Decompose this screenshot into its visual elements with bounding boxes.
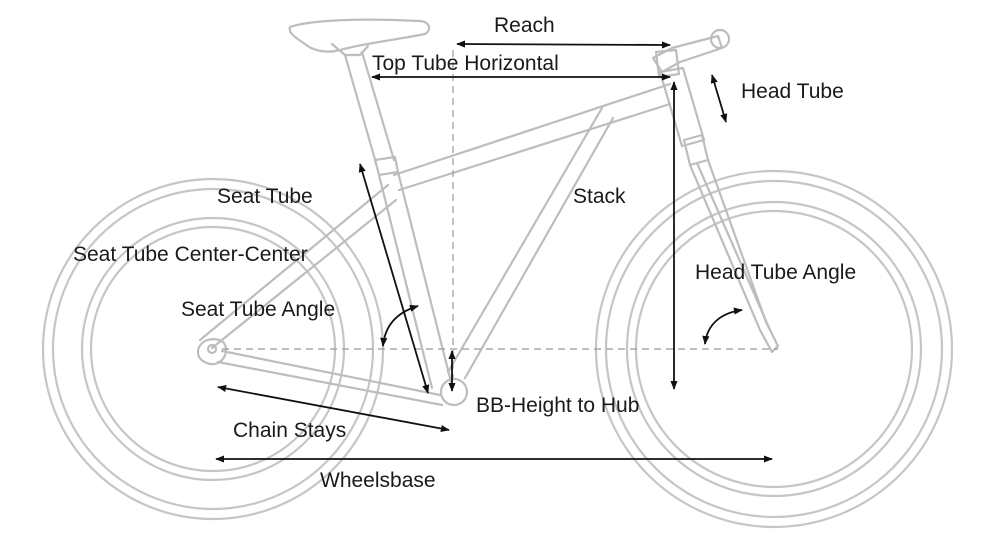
down-tube-frame — [446, 106, 615, 380]
chain-stays-arrow — [217, 384, 450, 433]
rear-dropout — [196, 338, 228, 366]
reference-lines — [222, 50, 778, 378]
label-top-tube-horizontal: Top Tube Horizontal — [372, 52, 559, 75]
bottom-bracket — [439, 377, 469, 407]
top-tube-frame — [392, 82, 672, 192]
seatpost — [343, 50, 396, 165]
dimension-arrows — [215, 40, 773, 463]
reach-arrow — [456, 40, 671, 49]
label-seat-tube-center-center: Seat Tube Center-Center — [73, 243, 308, 266]
saddle — [288, 18, 431, 53]
label-chain-stays: Chain Stays — [233, 419, 346, 442]
label-stack: Stack — [573, 185, 626, 208]
label-seat-tube: Seat Tube — [217, 185, 313, 208]
label-reach: Reach — [494, 14, 555, 37]
head-tube-arrow — [710, 74, 728, 123]
handlebar — [709, 28, 731, 50]
head-tube-frame — [658, 66, 706, 148]
label-seat-tube-angle: Seat Tube Angle — [181, 298, 335, 321]
label-bb-height-to-hub: BB-Height to Hub — [476, 394, 639, 417]
seat-tube-angle-arc — [380, 304, 419, 347]
chain-stay-frame — [216, 349, 444, 407]
seat-tube-arrow — [358, 163, 430, 394]
label-head-tube-angle: Head Tube Angle — [695, 261, 856, 284]
seat-stay-frame — [198, 183, 398, 350]
label-head-tube: Head Tube — [741, 80, 844, 103]
labels: Reach Top Tube Horizontal Head Tube Seat… — [73, 14, 856, 492]
head-tube-angle-arc — [702, 307, 743, 345]
label-wheelsbase: Wheelsbase — [320, 469, 436, 492]
